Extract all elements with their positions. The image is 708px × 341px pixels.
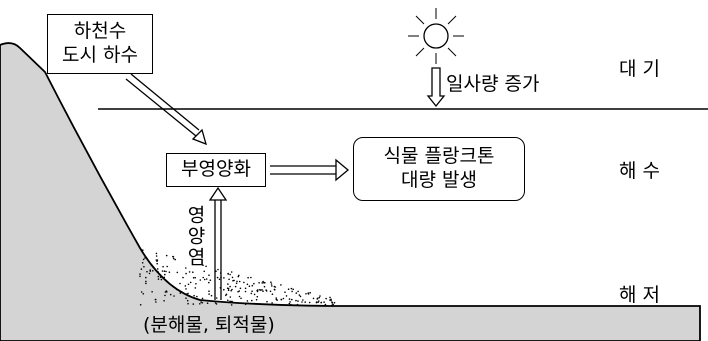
arrow-up-icon: [208, 186, 228, 300]
sediment-dots: [139, 249, 336, 306]
sewage-box: 하천수 도시 하수: [47, 14, 153, 74]
solar-label: 일사량 증가: [446, 73, 540, 95]
plankton-box: 식물 플랑크톤 대량 발생: [353, 137, 525, 201]
eutrophication-label: 부영양화: [181, 158, 251, 181]
arrow-down-icon: [426, 67, 446, 108]
atmosphere-label: 대 기: [619, 58, 660, 80]
arrow-diagonal-icon: [125, 73, 207, 146]
arrow-right-icon: [270, 158, 350, 182]
sewage-line1: 하천수: [73, 20, 127, 43]
seabed-label: 해 저: [619, 284, 660, 306]
eutrophication-box: 부영양화: [166, 153, 266, 187]
sewage-line2: 도시 하수: [62, 44, 138, 66]
nutrients-label: 영양염: [184, 205, 206, 268]
land-slope: [0, 42, 701, 341]
sun-icon: [408, 8, 464, 64]
plankton-line2: 대량 발생: [401, 169, 477, 191]
plankton-line1: 식물 플랑크톤: [383, 145, 495, 168]
seawater-label: 해 수: [619, 160, 660, 182]
sediment-label: (분해물, 퇴적물): [143, 314, 275, 336]
